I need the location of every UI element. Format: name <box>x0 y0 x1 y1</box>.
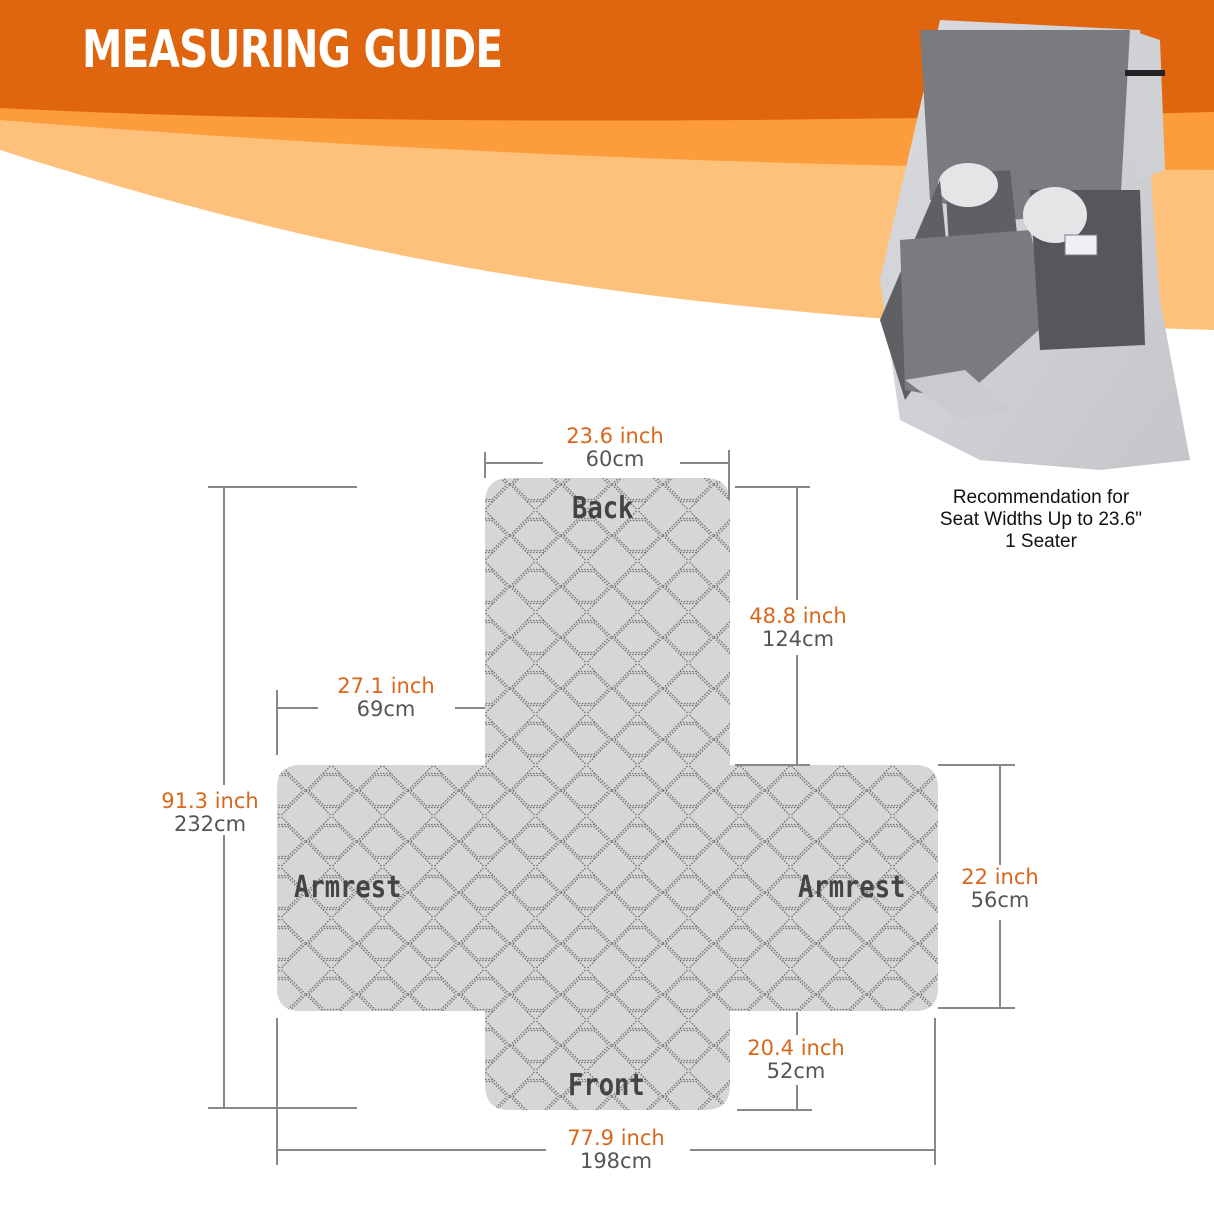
dim-back-length: 48.8 inch 124cm <box>730 606 866 650</box>
label-front: Front <box>568 1068 645 1103</box>
dim-armrest-height-cm: 56cm <box>970 888 1030 912</box>
cover-shape <box>277 478 938 1110</box>
dim-back-length-cm: 124cm <box>761 627 835 651</box>
dim-total-length-cm: 232cm <box>173 812 247 836</box>
recommendation-line-2: Seat Widths Up to 23.6" <box>939 509 1143 530</box>
dim-back-width-inch: 23.6 inch <box>566 424 664 448</box>
dim-armrest-width: 27.1 inch 69cm <box>318 676 454 720</box>
recommendation-line-1: Recommendation for <box>952 487 1130 508</box>
label-back: Back <box>572 491 634 526</box>
page-title: MEASURING GUIDE <box>82 20 503 80</box>
dim-total-length: 91.3 inch 232cm <box>142 791 278 835</box>
dim-total-width-cm: 198cm <box>579 1149 653 1173</box>
dim-front-length-inch: 20.4 inch <box>747 1036 845 1060</box>
dim-front-length-cm: 52cm <box>766 1059 826 1083</box>
dim-back-width-cm: 60cm <box>585 447 645 471</box>
dim-total-width-inch: 77.9 inch <box>567 1126 665 1150</box>
dim-total-length-inch: 91.3 inch <box>161 789 259 813</box>
dim-armrest-width-cm: 69cm <box>356 697 416 721</box>
label-armrest-right: Armrest <box>798 870 906 905</box>
dim-front-length: 20.4 inch 52cm <box>728 1038 864 1082</box>
recommendation-line-3: 1 Seater <box>1005 531 1077 552</box>
dim-armrest-height-inch: 22 inch <box>961 865 1039 889</box>
dim-armrest-height: 22 inch 56cm <box>940 867 1060 911</box>
dimension-lines <box>208 450 1015 1165</box>
recommendation-text: Recommendation for Seat Widths Up to 23.… <box>906 487 1176 553</box>
label-armrest-left: Armrest <box>294 870 402 905</box>
dim-total-width: 77.9 inch 198cm <box>548 1128 684 1172</box>
dim-back-length-inch: 48.8 inch <box>749 604 847 628</box>
recliner-chair-image <box>880 20 1190 470</box>
dim-armrest-width-inch: 27.1 inch <box>337 674 435 698</box>
dim-back-width: 23.6 inch 60cm <box>548 426 682 470</box>
